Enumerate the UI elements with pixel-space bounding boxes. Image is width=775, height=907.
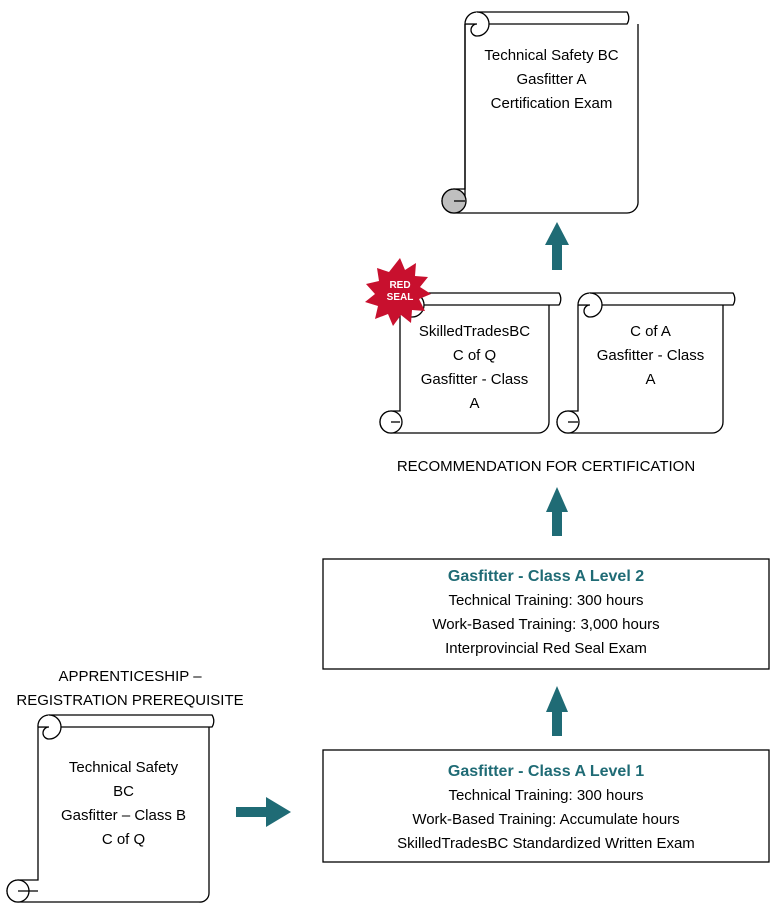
cofa-line: C of A (630, 323, 671, 340)
arrow-up-icon (546, 487, 568, 536)
prerequisite-scroll (6, 714, 215, 903)
cofq-text: SkilledTradesBC C of Q Gasfitter - Class… (400, 320, 549, 416)
cofq-line: Gasfitter - Class (420, 371, 529, 388)
recommendation-label: RECOMMENDATION FOR CERTIFICATION (396, 458, 696, 475)
cofq-line: A (469, 395, 480, 412)
cofa-scroll (556, 292, 736, 434)
level2-box (322, 558, 770, 670)
level2-line: Technical Training: 300 hours (448, 592, 644, 609)
cofa-text: C of A Gasfitter - Class A (578, 320, 723, 392)
level1-text: Gasfitter - Class A Level 1 Technical Tr… (323, 760, 769, 856)
certification-exam-line: Technical Safety BC (484, 47, 619, 64)
level1-title: Gasfitter - Class A Level 1 (447, 763, 645, 780)
red-seal-starburst-icon (365, 258, 431, 326)
prerequisite-text: Technical Safety BC Gasfitter – Class B … (38, 756, 209, 852)
certification-exam-line: Certification Exam (490, 95, 613, 112)
level2-title: Gasfitter - Class A Level 2 (447, 568, 645, 585)
level2-line: Work-Based Training: 3,000 hours (432, 616, 660, 633)
certification-exam-line: Gasfitter A (516, 71, 587, 88)
level1-line: SkilledTradesBC Standardized Written Exa… (397, 835, 695, 852)
prerequisite-label-line: APPRENTICESHIP – (58, 668, 202, 685)
red-seal-label: RED SEAL (380, 280, 420, 304)
cofq-line: SkilledTradesBC (418, 323, 531, 340)
arrow-up-icon (546, 686, 568, 736)
level1-box (322, 749, 770, 863)
prerequisite-scroll-line: Gasfitter – Class B (60, 807, 187, 824)
level1-line: Work-Based Training: Accumulate hours (412, 811, 680, 828)
certification-exam-text: Technical Safety BC Gasfitter A Certific… (465, 44, 638, 116)
arrow-up-icon (545, 222, 569, 270)
prerequisite-label: APPRENTICESHIP – REGISTRATION PREREQUISI… (0, 665, 260, 713)
level2-line: Interprovincial Red Seal Exam (445, 640, 647, 657)
prerequisite-label-line: REGISTRATION PREREQUISITE (16, 692, 244, 709)
certification-exam-scroll (441, 11, 639, 214)
arrow-right-icon (236, 797, 291, 827)
prerequisite-scroll-line: BC (113, 783, 134, 800)
cofa-line: Gasfitter - Class (596, 347, 705, 364)
red-seal-line: SEAL (386, 292, 414, 303)
level2-text: Gasfitter - Class A Level 2 Technical Tr… (323, 565, 769, 661)
prerequisite-scroll-line: Technical Safety (68, 759, 179, 776)
cofq-line: C of Q (452, 347, 497, 364)
red-seal-line: RED (389, 280, 411, 291)
prerequisite-scroll-line: C of Q (101, 831, 146, 848)
cofa-line: A (645, 371, 656, 388)
level1-line: Technical Training: 300 hours (448, 787, 644, 804)
